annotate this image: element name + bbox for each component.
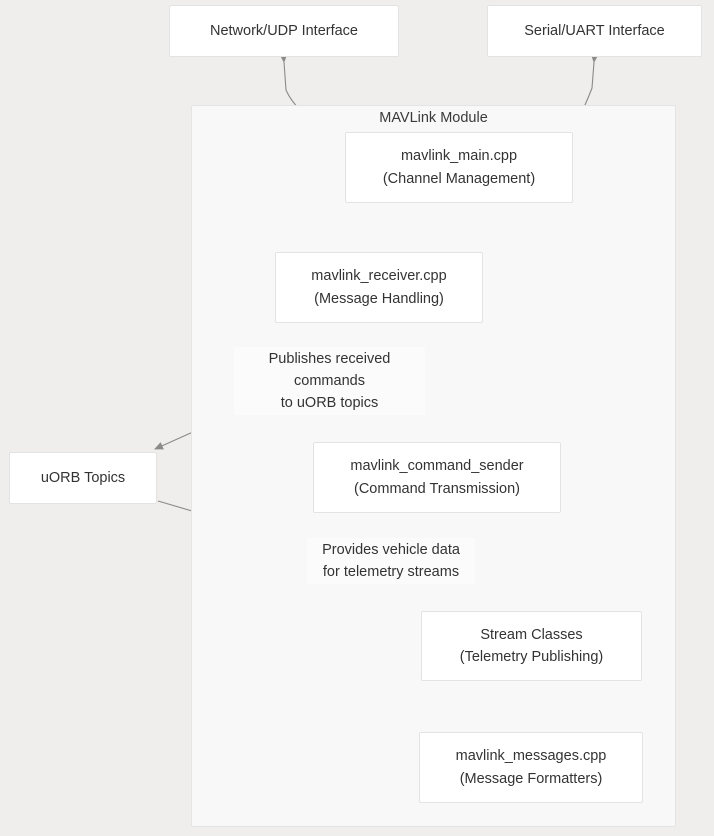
- edge-label-line1: Publishes received: [268, 351, 391, 367]
- node-label-line2: (Message Formatters): [459, 770, 603, 787]
- node-mavlink-receiver-cpp[interactable]: mavlink_receiver.cpp (Message Handling): [275, 252, 483, 323]
- node-label-line2: (Telemetry Publishing): [459, 649, 604, 665]
- node-label-line1: mavlink_command_sender: [350, 458, 524, 475]
- node-stream-classes[interactable]: Stream Classes (Telemetry Publishing): [421, 611, 642, 681]
- edge-label-publishes-received-commands: Publishes received commands to uORB topi…: [234, 347, 425, 416]
- node-mavlink-messages-cpp[interactable]: mavlink_messages.cpp (Message Formatters…: [419, 732, 643, 803]
- node-mavlink-main-cpp[interactable]: mavlink_main.cpp (Channel Management): [345, 132, 573, 203]
- node-uorb-topics[interactable]: uORB Topics: [9, 452, 157, 504]
- node-serial-uart-interface[interactable]: Serial/UART Interface: [487, 5, 702, 57]
- edge-label-line1: Provides vehicle data: [322, 542, 460, 558]
- node-label-line1: Serial/UART Interface: [524, 22, 665, 39]
- node-label-line1: Network/UDP Interface: [209, 22, 358, 39]
- node-label-line2: (Message Handling): [314, 290, 444, 307]
- node-network-udp-interface[interactable]: Network/UDP Interface: [169, 5, 399, 57]
- edge-label-line2: commands: [294, 373, 365, 390]
- edge-label-line3: to uORB topics: [280, 395, 379, 412]
- node-label-line2: (Channel Management): [382, 170, 536, 187]
- subgraph-title: MAVLink Module: [379, 110, 488, 126]
- node-label-line1: mavlink_main.cpp: [400, 148, 518, 165]
- node-label-line1: uORB Topics: [40, 469, 126, 486]
- node-label-line1: mavlink_receiver.cpp: [311, 268, 447, 285]
- edge-label-line2: for telemetry streams: [322, 564, 460, 581]
- node-mavlink-command-sender[interactable]: mavlink_command_sender (Command Transmis…: [313, 442, 561, 513]
- edge-label-provides-vehicle-data: Provides vehicle data for telemetry stre…: [307, 538, 475, 585]
- node-label-line1: Stream Classes: [480, 626, 583, 643]
- node-label-line1: mavlink_messages.cpp: [455, 748, 607, 765]
- node-label-line2: (Command Transmission): [354, 480, 520, 497]
